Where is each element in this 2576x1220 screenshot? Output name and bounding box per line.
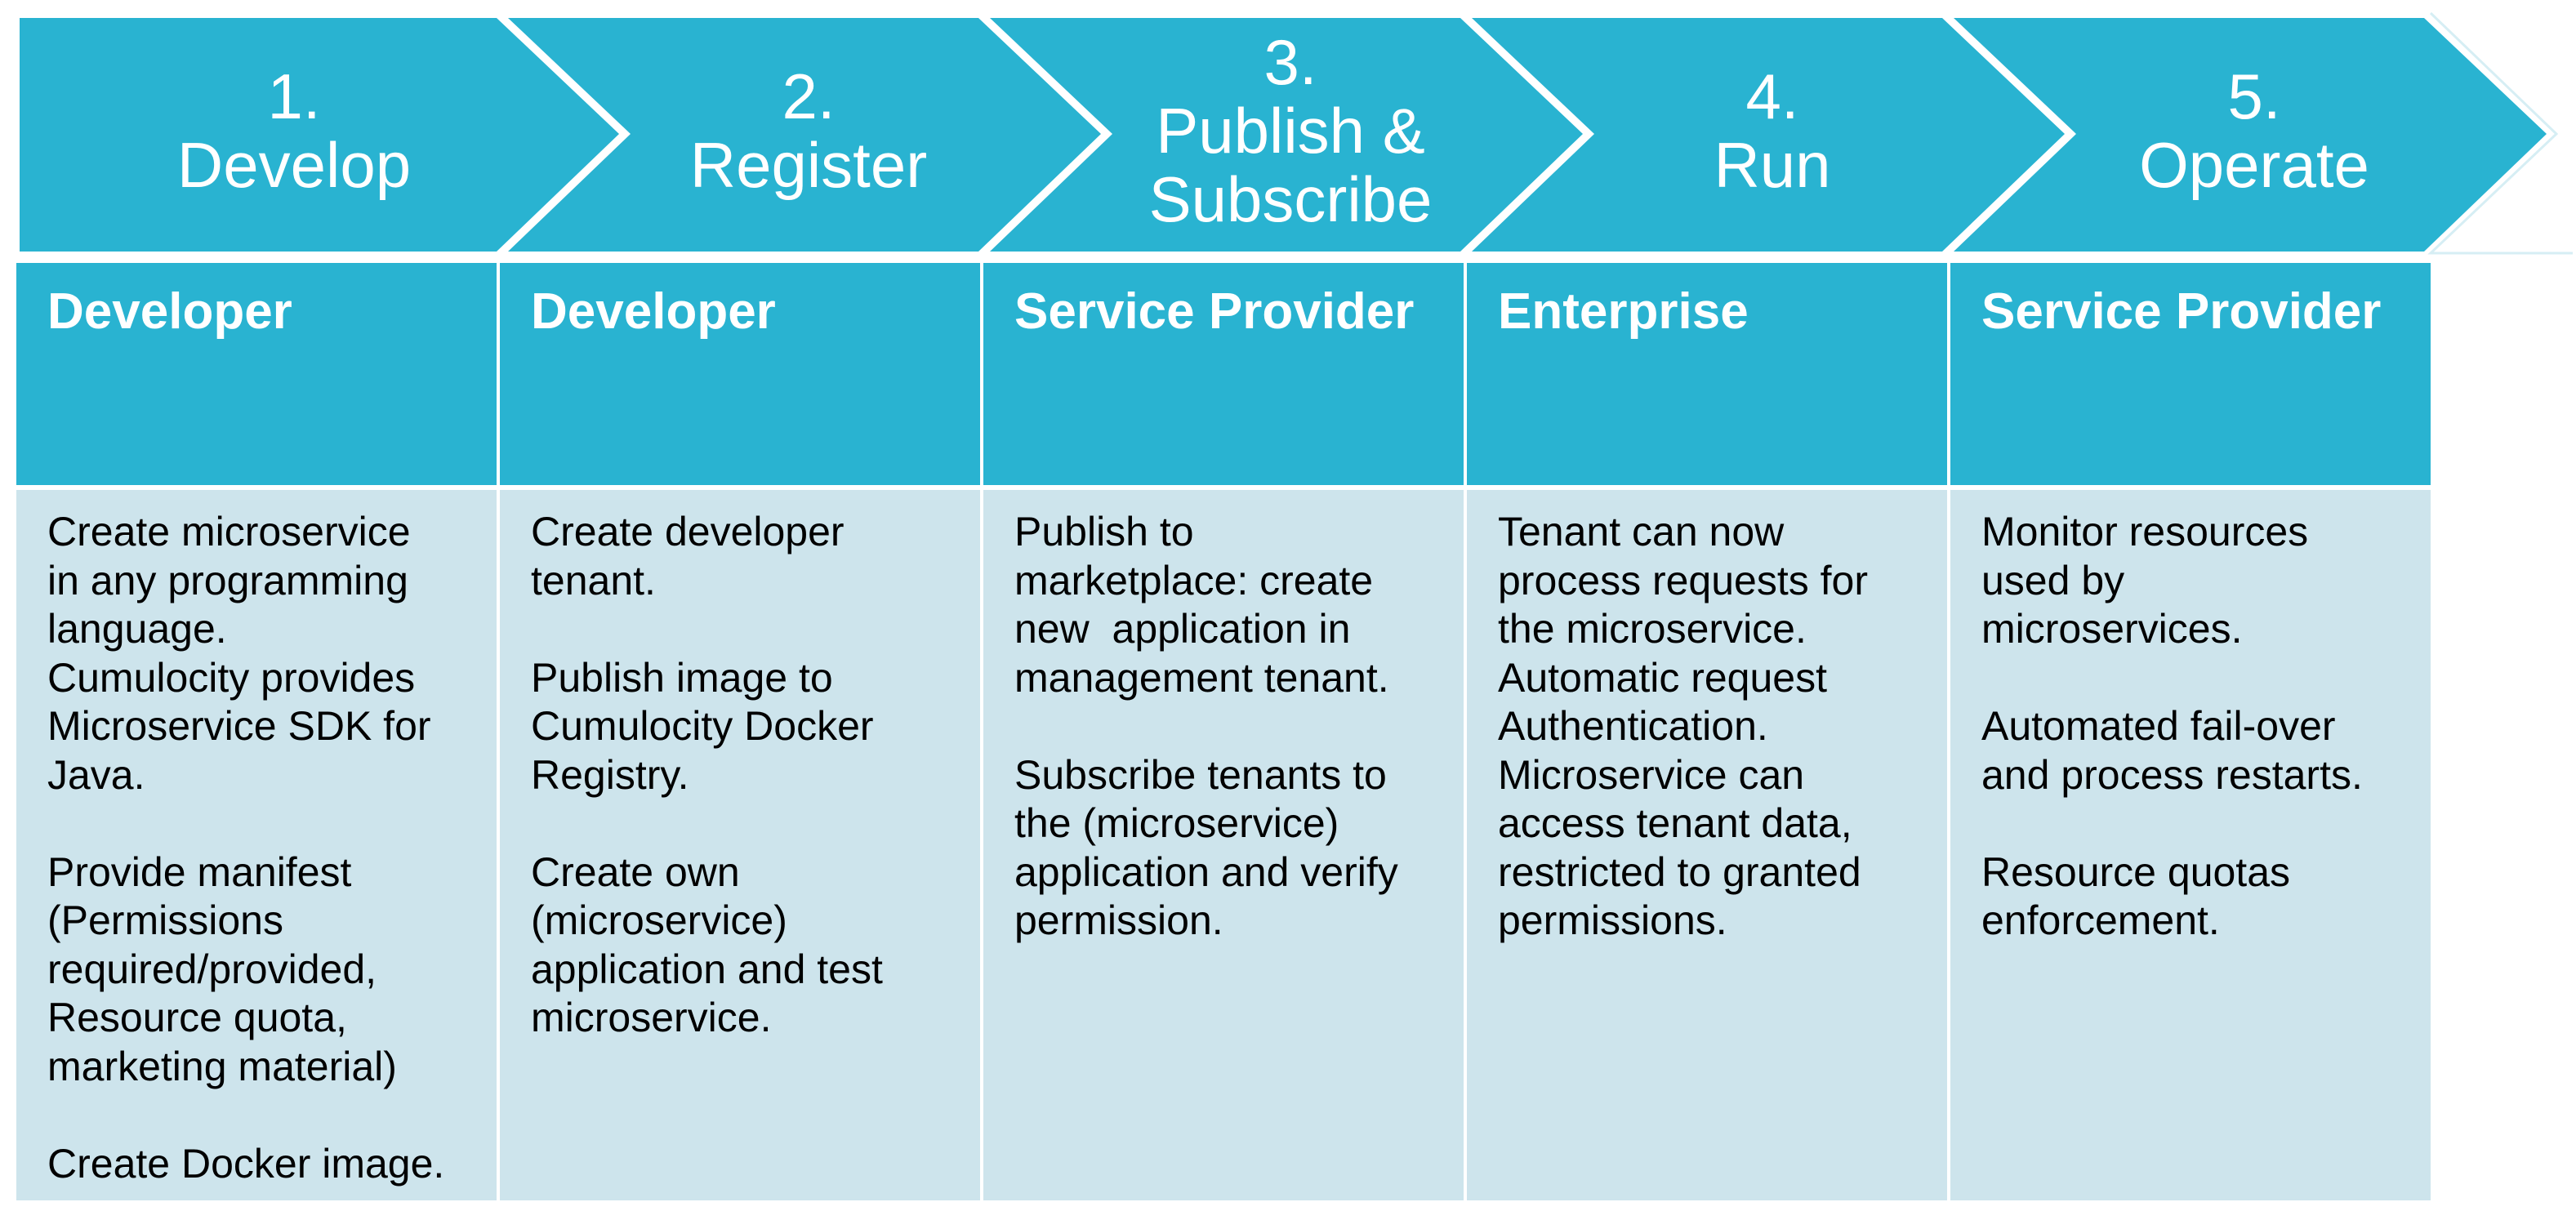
description-line: Create Docker image. (47, 1140, 445, 1187)
description-line: Tenant can now (1498, 509, 1785, 554)
description-line: (Permissions (47, 897, 283, 943)
description-paragraph: Monitor resources used by microservices. (1981, 508, 2419, 654)
step-number: 2. (782, 60, 836, 132)
chevron-step-1 (20, 18, 619, 252)
description-line: Publish image to (531, 654, 833, 701)
role-cell-operate: Service Provider (1950, 263, 2431, 485)
description-line: Provide manifest (47, 848, 352, 895)
description-cell-develop: Create microservice in any programming l… (16, 490, 497, 1200)
role-label: Developer (47, 283, 292, 340)
description-line: in any programming (47, 557, 408, 603)
step-name: Operate (2139, 129, 2369, 201)
description-line: permissions. (1498, 897, 1727, 943)
description-paragraph: Provide manifest (Permissions required/p… (47, 848, 485, 1092)
chevron-step-3 (990, 18, 1583, 252)
description-line: application and test (531, 946, 883, 992)
chevron-step-4 (1472, 18, 2065, 252)
description-paragraph: Subscribe tenants to the (microservice) … (1014, 751, 1452, 946)
description-line: Microservice can (1498, 751, 1805, 798)
chevron-step-2 (508, 18, 1101, 252)
process-chevrons (20, 11, 2573, 255)
description-line: Registry. (531, 751, 689, 798)
description-line: microservices. (1981, 606, 2243, 652)
description-paragraph: Tenant can now process requests for the … (1498, 508, 1936, 946)
step-number: 4. (1745, 60, 1799, 132)
role-label: Developer (531, 283, 776, 340)
description-paragraph: Resource quotas enforcement. (1981, 848, 2419, 946)
step-title-3: 3. Publish & Subscribe (1078, 0, 1503, 261)
description-line: microservice. (531, 995, 772, 1040)
description-paragraph: Create own (microservice) application an… (531, 848, 969, 1043)
role-cell-develop: Developer (16, 263, 497, 485)
role-label: Enterprise (1498, 283, 1749, 340)
description-paragraph: Publish image to Cumulocity Docker Regis… (531, 654, 969, 800)
chevron-step-5 (1954, 18, 2547, 252)
description-line: Authentication. (1498, 703, 1768, 749)
description-line: Resource quotas (1981, 848, 2291, 895)
description-line: Create own (531, 848, 740, 895)
description-line: Microservice SDK for (47, 703, 431, 749)
description-line: Cumulocity provides (47, 654, 416, 701)
description-cell-operate: Monitor resources used by microservices.… (1950, 490, 2431, 1200)
description-line: marketing material) (47, 1043, 397, 1089)
description-line: (microservice) (531, 897, 787, 943)
description-paragraph: Create Docker image. (47, 1140, 485, 1189)
step-number: 5. (2227, 60, 2281, 132)
description-line: used by (1981, 557, 2125, 603)
description-line: Create developer (531, 509, 845, 554)
description-line: restricted to granted (1498, 848, 1861, 895)
chevron-outline-5 (2427, 11, 2573, 255)
description-paragraph: Create microservice in any programming l… (47, 508, 485, 799)
description-line: Publish to (1014, 509, 1194, 554)
description-line: language. (47, 606, 227, 652)
role-cell-publish: Service Provider (983, 263, 1464, 485)
description-line: Cumulocity Docker (531, 703, 874, 749)
role-cell-run: Enterprise (1467, 263, 1947, 485)
description-line: the microservice. (1498, 606, 1807, 652)
description-line: Automated fail-over (1981, 703, 2336, 749)
description-cell-publish: Publish to marketplace: create new appli… (983, 490, 1464, 1200)
description-line: Create microservice (47, 509, 411, 554)
description-cell-register: Create developer tenant. Publish image t… (500, 490, 980, 1200)
description-line: enforcement. (1981, 897, 2220, 943)
step-name-line-2: Subscribe (1148, 163, 1433, 235)
description-line: the (microservice) (1014, 800, 1339, 846)
description-line: Monitor resources (1981, 509, 2309, 554)
step-title-4: 4. Run (1560, 0, 1985, 261)
description-line: Subscribe tenants to (1014, 751, 1387, 798)
step-title-2: 2. Register (596, 0, 1021, 261)
description-line: marketplace: create (1014, 557, 1374, 603)
description-line: access tenant data, (1498, 800, 1852, 846)
description-line: and process restarts. (1981, 751, 2363, 798)
description-paragraph: Create developer tenant. (531, 508, 969, 605)
description-line: Automatic request (1498, 654, 1827, 701)
step-number: 1. (267, 60, 321, 132)
description-line: permission. (1014, 897, 1223, 943)
description-cell-run: Tenant can now process requests for the … (1467, 490, 1947, 1200)
step-name: Develop (176, 129, 412, 201)
description-line: application and verify (1014, 848, 1398, 895)
description-line: tenant. (531, 557, 656, 603)
description-line: required/provided, (47, 946, 377, 992)
step-name: Run (1714, 129, 1831, 201)
step-number: 3. (1263, 26, 1317, 98)
description-paragraph: Publish to marketplace: create new appli… (1014, 508, 1452, 702)
role-label: Service Provider (1014, 283, 1415, 340)
step-title-5: 5. Operate (2042, 0, 2467, 261)
description-line: process requests for (1498, 557, 1868, 603)
step-name: Publish & (1156, 95, 1425, 167)
role-cell-register: Developer (500, 263, 980, 485)
description-paragraph: Automated fail-over and process restarts… (1981, 702, 2419, 799)
description-line: Java. (47, 751, 145, 798)
step-name: Register (689, 129, 928, 201)
description-line: new application in (1014, 606, 1351, 652)
description-line: Resource quota, (47, 995, 347, 1040)
role-label: Service Provider (1981, 283, 2382, 340)
description-line: management tenant. (1014, 654, 1389, 701)
step-title-1: 1. Develop (82, 0, 506, 261)
